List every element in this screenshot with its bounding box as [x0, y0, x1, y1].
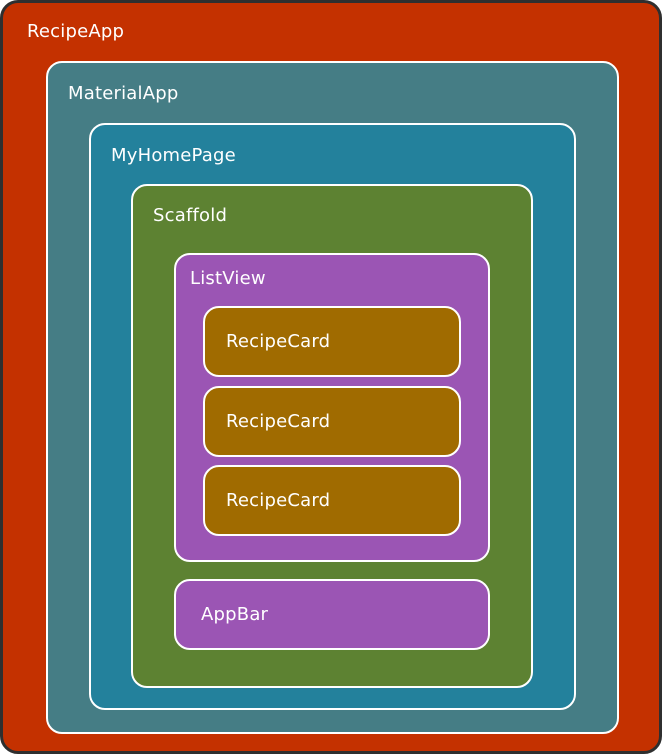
recipe-card-node: RecipeCard: [203, 386, 461, 457]
recipe-card-label: RecipeCard: [226, 331, 331, 352]
recipe-card-node: RecipeCard: [203, 465, 461, 536]
recipe-app-label: RecipeApp: [27, 21, 125, 42]
scaffold-label: Scaffold: [153, 205, 228, 226]
recipe-card-node: RecipeCard: [203, 306, 461, 377]
material-app-label: MaterialApp: [68, 83, 179, 104]
recipe-card-label: RecipeCard: [226, 411, 331, 432]
app-bar-label: AppBar: [201, 604, 269, 625]
list-view-label: ListView: [190, 268, 266, 289]
my-home-page-label: MyHomePage: [111, 145, 236, 166]
recipe-card-label: RecipeCard: [226, 490, 331, 511]
app-bar-node: AppBar: [174, 579, 490, 650]
